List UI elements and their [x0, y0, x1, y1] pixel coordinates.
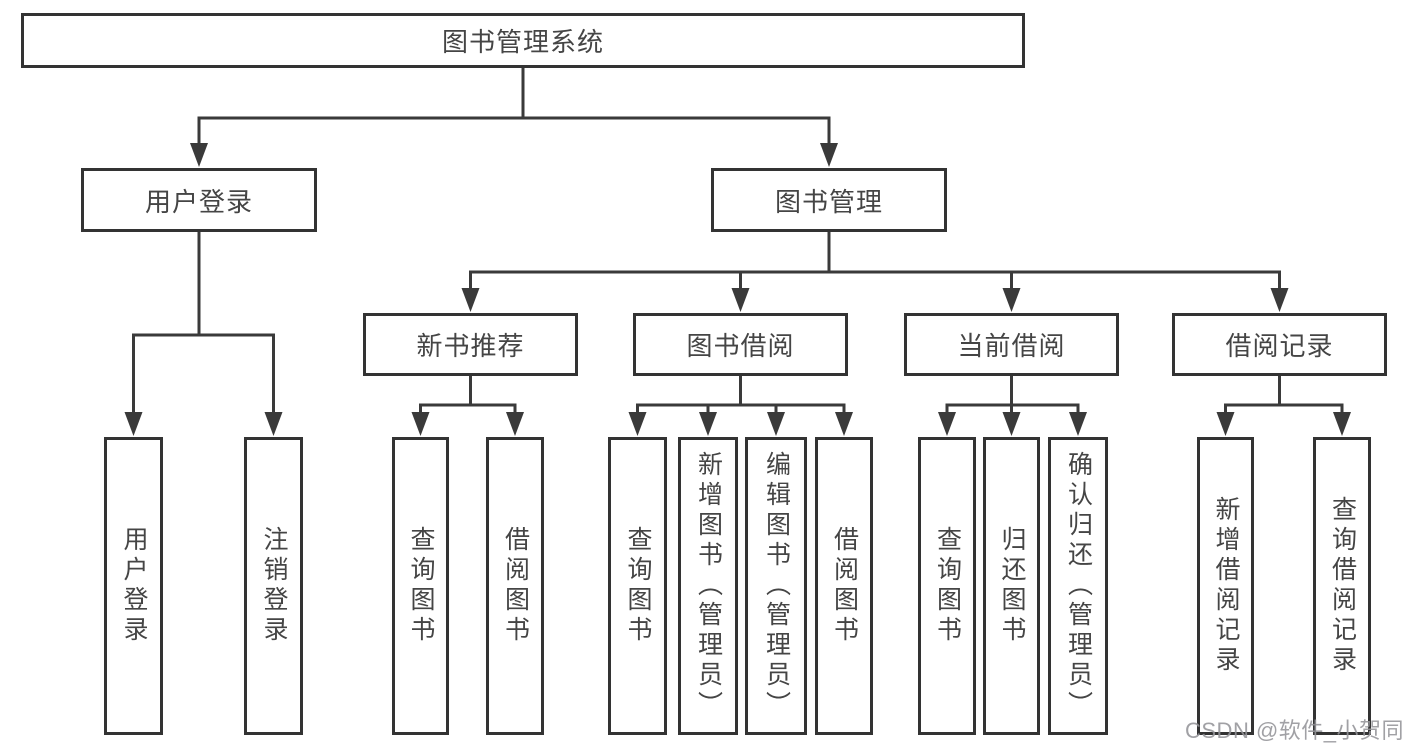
leaf-user-login: 用户登录 [104, 437, 163, 735]
node-borrow-record: 借阅记录 [1172, 313, 1387, 376]
connector-root-to-level2 [190, 68, 838, 167]
leaf-borrow-book-1: 借阅图书 [486, 437, 544, 735]
connector-current-to-leaves [938, 376, 1087, 436]
leaf-query-book-3: 查询图书 [918, 437, 976, 735]
node-current-borrow-label: 当前借阅 [957, 331, 1066, 361]
leaf-query-book-1: 查询图书 [392, 437, 449, 735]
csdn-watermark: CSDN @软件_小贺同学 [1185, 718, 1405, 743]
node-new-book-recommend: 新书推荐 [363, 313, 578, 376]
leaf-add-borrow-record: 新增借阅记录 [1197, 437, 1254, 735]
leaf-borrow-book-1-label: 借阅图书 [501, 526, 530, 646]
connector-borrow-to-leaves [628, 376, 853, 436]
connector-login-to-leaves [124, 232, 283, 436]
leaf-logout-label: 注销登录 [260, 526, 288, 646]
leaf-add-borrow-record-label: 新增借阅记录 [1212, 496, 1240, 676]
node-book-management-module: 图书管理 [711, 168, 947, 232]
node-new-book-recommend-label: 新书推荐 [416, 331, 525, 361]
leaf-edit-book-admin-label: 编辑图书（管理员） [762, 451, 791, 721]
leaf-borrow-book-2: 借阅图书 [815, 437, 873, 735]
leaf-logout: 注销登录 [244, 437, 303, 735]
leaf-return-book: 归还图书 [983, 437, 1040, 735]
node-book-management-label: 图书管理 [774, 186, 883, 217]
leaf-confirm-return-admin: 确认归还（管理员） [1048, 437, 1108, 735]
connector-bookmgmt-to-level3 [461, 232, 1289, 312]
leaf-query-book-1-label: 查询图书 [407, 526, 435, 646]
node-current-borrow: 当前借阅 [904, 313, 1119, 376]
leaf-borrow-book-2-label: 借阅图书 [830, 526, 859, 646]
node-book-borrow: 图书借阅 [633, 313, 848, 376]
node-root-label: 图书管理系统 [441, 27, 604, 57]
node-book-borrow-label: 图书借阅 [686, 331, 795, 361]
leaf-add-book-admin: 新增图书（管理员） [678, 437, 738, 735]
leaf-query-book-3-label: 查询图书 [933, 526, 962, 646]
connector-newbook-to-leaves [411, 376, 524, 436]
connector-record-to-leaves [1216, 376, 1351, 436]
node-borrow-record-label: 借阅记录 [1225, 331, 1334, 361]
leaf-query-book-2: 查询图书 [608, 437, 667, 735]
leaf-edit-book-admin: 编辑图书（管理员） [745, 437, 807, 735]
leaf-return-book-label: 归还图书 [998, 526, 1026, 646]
leaf-query-borrow-record-label: 查询借阅记录 [1328, 496, 1357, 676]
leaf-query-borrow-record: 查询借阅记录 [1313, 437, 1371, 735]
node-root-system: 图书管理系统 [21, 13, 1025, 68]
leaf-confirm-return-admin-label: 确认归还（管理员） [1064, 451, 1093, 721]
node-user-login-module: 用户登录 [81, 168, 317, 232]
leaf-query-book-2-label: 查询图书 [624, 526, 652, 646]
leaf-user-login-label: 用户登录 [120, 526, 148, 646]
leaf-add-book-admin-label: 新增图书（管理员） [694, 451, 723, 721]
node-user-login-label: 用户登录 [144, 186, 253, 217]
